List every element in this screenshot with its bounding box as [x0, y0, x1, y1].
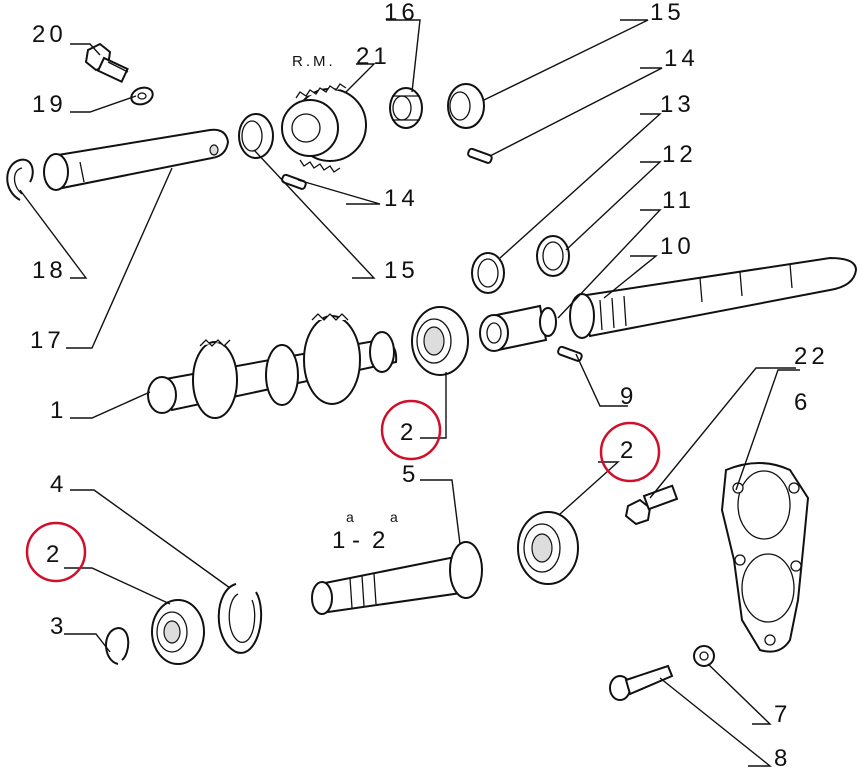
part-19-washer	[130, 86, 154, 106]
gear-label-dash: -	[352, 527, 364, 554]
part-15-ring-right	[447, 83, 485, 129]
part-13-ring	[471, 252, 505, 294]
callout-7: 7	[774, 701, 791, 728]
part-6-cover-plate	[720, 462, 810, 653]
callout-15-top: 15	[650, 0, 685, 26]
part-17-shaft	[43, 128, 230, 191]
part-20-bolt	[84, 42, 129, 84]
part-2-bearing-left	[151, 599, 205, 665]
callout-10: 10	[660, 233, 695, 260]
part-5-input-shaft	[311, 541, 483, 615]
part-16-needle-bearing	[389, 87, 423, 129]
part-8-screw	[609, 664, 674, 701]
callout-2-right: 2	[620, 437, 637, 464]
callout-9: 9	[620, 383, 637, 410]
callout-17: 17	[30, 327, 65, 354]
callout-3: 3	[50, 613, 67, 640]
highlight-circle-center	[380, 399, 442, 461]
gear-label-second: 2	[372, 527, 389, 554]
part-9-pin	[557, 345, 583, 362]
callout-20: 20	[32, 21, 67, 48]
callout-21: 21	[356, 43, 391, 70]
callout-8: 8	[774, 745, 791, 772]
callout-13: 13	[660, 91, 695, 118]
callout-16: 16	[384, 0, 419, 26]
callout-4: 4	[50, 471, 67, 498]
callout-18: 18	[32, 257, 67, 284]
callout-19: 19	[32, 91, 67, 118]
gear-label-first-sup: a	[346, 509, 354, 525]
callout-2-left: 2	[46, 541, 63, 568]
callout-15-mid: 15	[384, 257, 419, 284]
leader-lines	[19, 19, 800, 767]
callout-6: 6	[794, 389, 811, 416]
part-2-bearing-center	[411, 306, 469, 376]
callout-14-top: 14	[664, 45, 699, 72]
callout-2-center: 2	[400, 419, 417, 446]
part-7-washer	[693, 645, 715, 667]
callout-11: 11	[662, 187, 695, 214]
part-18-circlip	[6, 158, 34, 201]
part-12-ring	[536, 235, 570, 277]
callout-1: 1	[50, 397, 67, 424]
gear-label-second-sup: a	[390, 509, 398, 525]
callout-12: 12	[662, 141, 697, 168]
part-10-output-shaft	[569, 256, 858, 339]
part-2-bearing-right	[517, 511, 579, 585]
part-3-circlip	[105, 626, 130, 665]
rm-annotation: R.M.	[292, 53, 336, 70]
part-21-double-gear	[281, 83, 367, 173]
callout-14-mid: 14	[384, 185, 419, 212]
part-11-bush	[479, 304, 557, 352]
gear-speed-label: 1 a - 2 a	[332, 509, 398, 554]
part-22-bolt	[624, 484, 679, 526]
highlight-circle-right	[599, 421, 661, 483]
callout-5: 5	[402, 461, 419, 488]
gear-label-first: 1	[332, 527, 349, 554]
part-4-snap-ring	[217, 583, 263, 654]
callout-22: 22	[794, 343, 829, 370]
part-14-pin-a	[281, 173, 307, 190]
highlight-circle-left	[25, 521, 87, 583]
part-1-cluster-shaft	[147, 313, 398, 419]
part-14-pin-b	[467, 147, 493, 164]
part-15-ring-left	[238, 113, 274, 159]
